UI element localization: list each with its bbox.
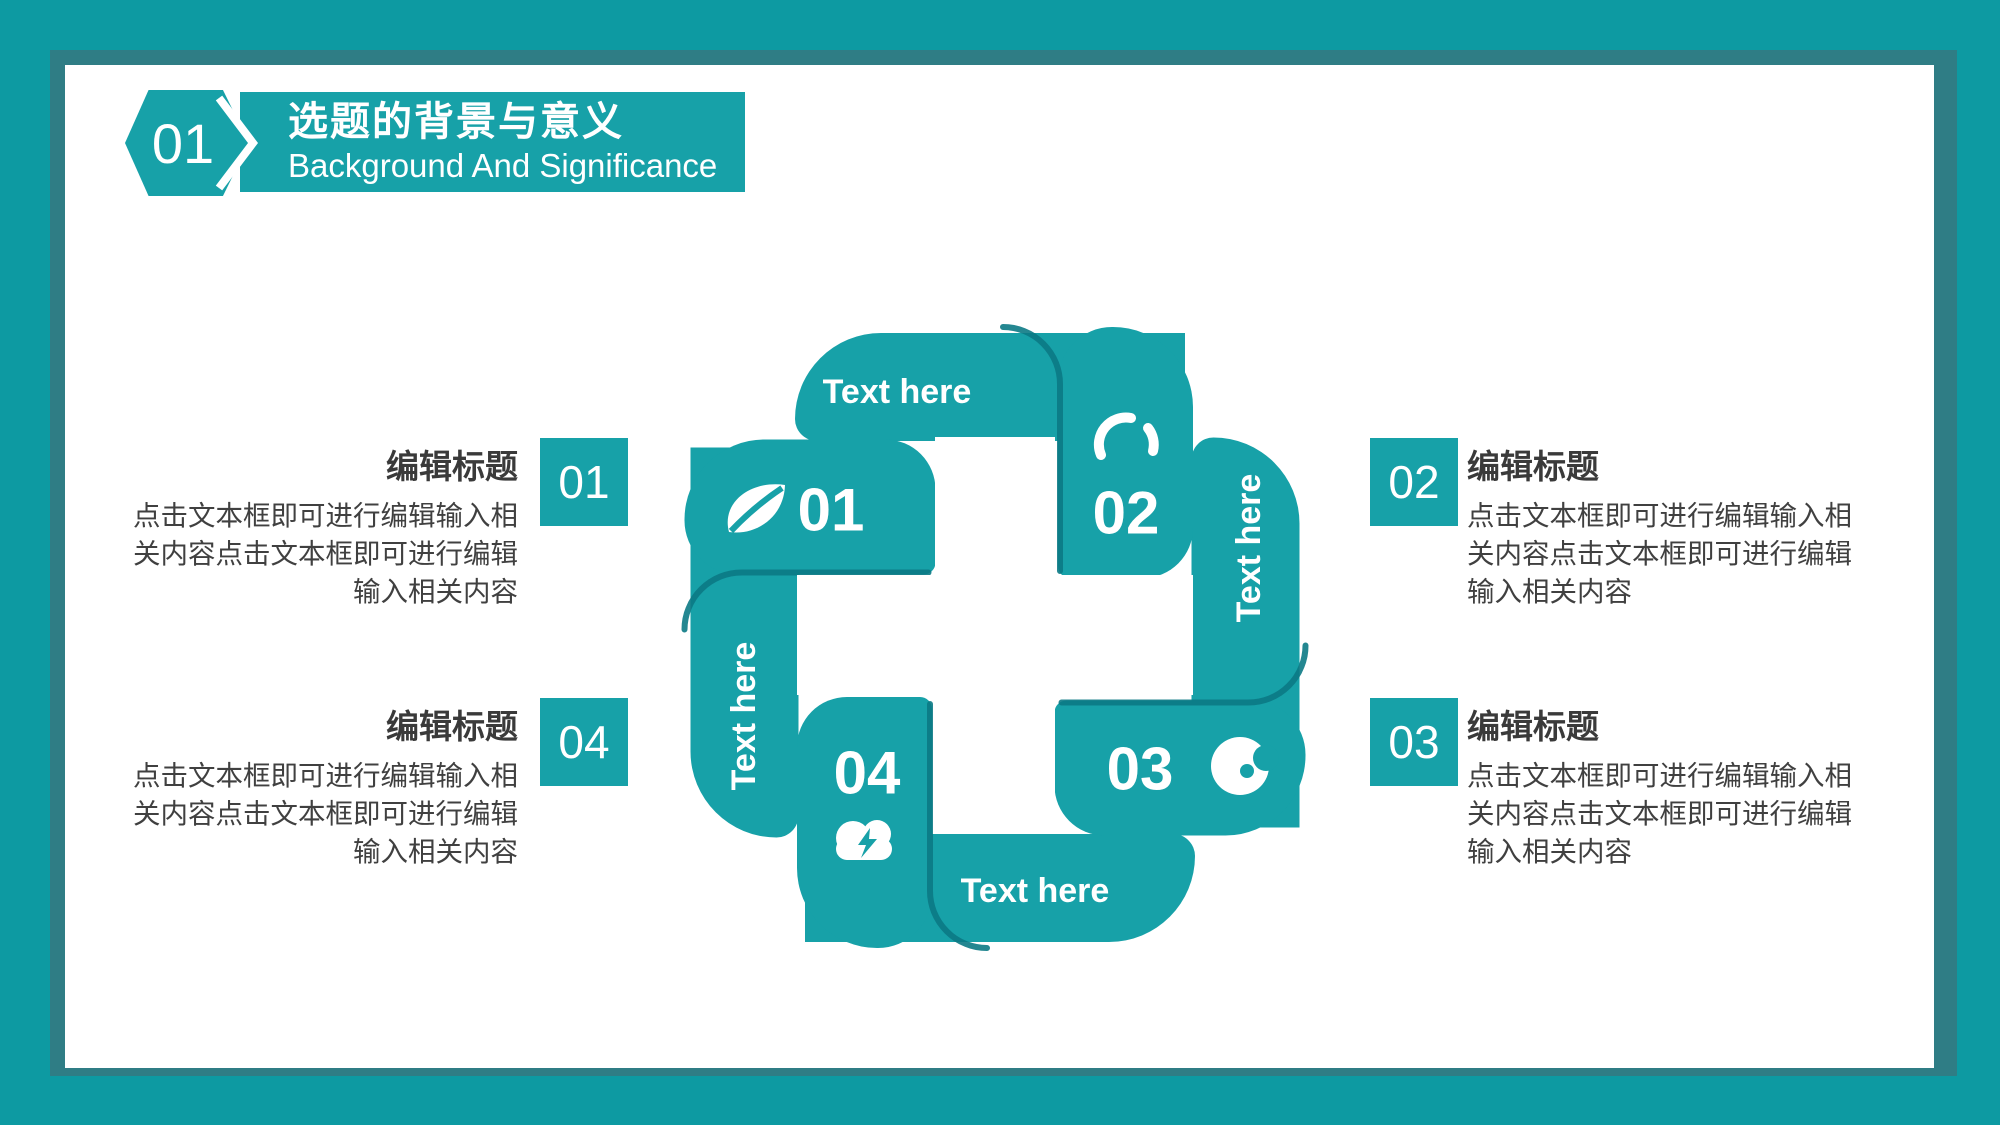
info-title-02[interactable]: 编辑标题	[1467, 448, 1599, 485]
info-title-01[interactable]: 编辑标题	[386, 448, 518, 485]
number-square-04: 04	[540, 698, 628, 786]
info-title-03[interactable]: 编辑标题	[1467, 708, 1599, 745]
info-text-02[interactable]: 编辑标题 点击文本框即可进行编辑输入相关内容点击文本框即可进行编辑输入相关内容	[1467, 440, 1867, 611]
chevron-right-icon	[215, 95, 259, 191]
header-subtitle[interactable]: Background And Significance	[288, 147, 718, 184]
white-cross-shape	[797, 437, 1193, 833]
number-square-04-label: 04	[558, 716, 610, 768]
info-body-04[interactable]: 点击文本框即可进行编辑输入相关内容点击文本框即可进行编辑输入相关内容	[133, 760, 518, 867]
info-body-02[interactable]: 点击文本框即可进行编辑输入相关内容点击文本框即可进行编辑输入相关内容	[1467, 500, 1852, 607]
info-body-03[interactable]: 点击文本框即可进行编辑输入相关内容点击文本框即可进行编辑输入相关内容	[1467, 760, 1852, 867]
number-square-01: 01	[540, 438, 628, 526]
leaf-icon	[727, 484, 785, 534]
number-square-02: 02	[1370, 438, 1458, 526]
step-number-01: 01	[798, 477, 865, 544]
header-index: 01	[151, 111, 215, 175]
info-body-01[interactable]: 点击文本框即可进行编辑输入相关内容点击文本框即可进行编辑输入相关内容	[133, 500, 518, 607]
number-square-03: 03	[1370, 698, 1458, 786]
number-square-01-label: 01	[558, 456, 610, 508]
number-square-03-label: 03	[1388, 716, 1440, 768]
info-title-04[interactable]: 编辑标题	[386, 708, 518, 745]
header-title[interactable]: 选题的背景与意义	[288, 100, 624, 144]
header: 选题的背景与意义 Background And Significance 01	[0, 0, 2000, 220]
band-label-bottom[interactable]: Text here	[961, 872, 1110, 910]
step-number-02: 02	[1093, 480, 1160, 547]
cross-pinwheel-diagram[interactable]: 01 02 03 04 Text here Text here Text her…	[640, 290, 1352, 996]
block-04[interactable]	[797, 697, 932, 948]
cloud-lightning-icon	[836, 820, 892, 860]
palette-icon	[1211, 737, 1279, 795]
band-label-right[interactable]: Text here	[1230, 474, 1268, 623]
info-text-04[interactable]: 编辑标题 点击文本框即可进行编辑输入相关内容点击文本框即可进行编辑输入相关内容	[118, 700, 518, 871]
info-text-03[interactable]: 编辑标题 点击文本框即可进行编辑输入相关内容点击文本框即可进行编辑输入相关内容	[1467, 700, 1867, 871]
band-label-top[interactable]: Text here	[823, 373, 972, 411]
step-icons	[727, 412, 1279, 860]
header-title-band[interactable]: 选题的背景与意义 Background And Significance	[240, 92, 745, 192]
info-text-01[interactable]: 编辑标题 点击文本框即可进行编辑输入相关内容点击文本框即可进行编辑输入相关内容	[118, 440, 518, 611]
number-square-02-label: 02	[1388, 456, 1440, 508]
band-label-left[interactable]: Text here	[725, 642, 763, 791]
step-number-03: 03	[1107, 736, 1174, 803]
step-number-04: 04	[834, 740, 901, 807]
